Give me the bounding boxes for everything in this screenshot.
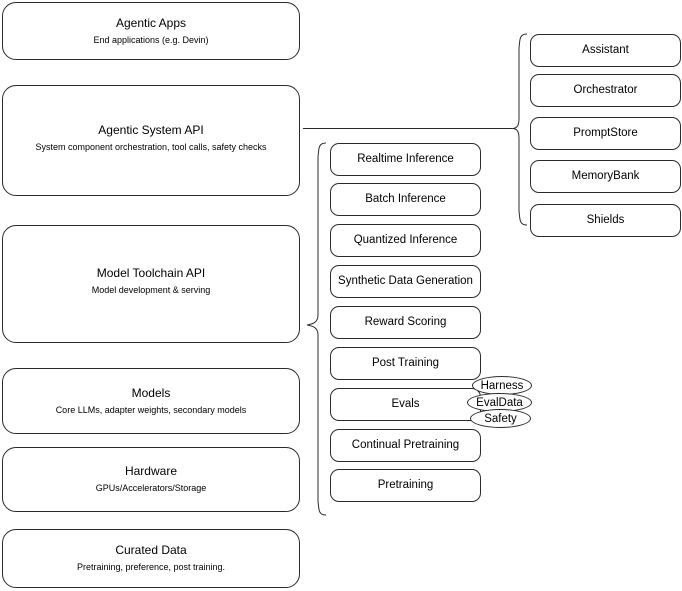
layer-box-hardware[interactable]: Hardware GPUs/Accelerators/Storage [2,447,300,512]
layer-text-agentic-system-api: Agentic System API System component orch… [3,123,299,153]
chip-label: Continual Pretraining [351,439,460,452]
layer-title: Agentic Apps [115,15,187,30]
layer-box-models[interactable]: Models Core LLMs, adapter weights, secon… [2,368,300,434]
agentic-chip-assistant[interactable]: Assistant [530,34,681,67]
chip-label: MemoryBank [571,170,640,183]
toolchain-chip-quantized-inference[interactable]: Quantized Inference [330,224,481,257]
layer-title: Curated Data [115,543,187,558]
layer-text-models: Models Core LLMs, adapter weights, secon… [56,386,247,416]
chip-label: Synthetic Data Generation [338,275,473,288]
badge-label: EvalData [476,396,523,409]
toolchain-chip-evals[interactable]: Evals [330,388,481,421]
layer-box-model-toolchain-api[interactable]: Model Toolchain API Model development & … [2,225,300,343]
toolchain-chip-synthetic-data-generation[interactable]: Synthetic Data Generation [330,265,481,298]
chip-label: Post Training [371,357,440,370]
layer-box-agentic-apps[interactable]: Agentic Apps End applications (e.g. Devi… [2,2,300,60]
layer-title: Model Toolchain API [96,266,206,280]
chip-label: Shields [586,214,625,227]
chip-label: Orchestrator [573,84,638,97]
layer-text-model-toolchain-api: Model Toolchain API Model development & … [3,266,299,296]
toolchain-chip-pretraining[interactable]: Pretraining [330,469,481,502]
toolchain-chip-realtime-inference[interactable]: Realtime Inference [330,143,481,176]
layer-title: Hardware [124,464,177,479]
chip-label: PromptStore [573,127,638,140]
agentic-chip-promptstore[interactable]: PromptStore [530,117,681,150]
layer-subtitle: GPUs/Accelerators/Storage [95,483,207,494]
layer-subtitle: System component orchestration, tool cal… [35,142,267,152]
toolchain-chip-post-training[interactable]: Post Training [330,347,481,380]
chip-label: Assistant [582,44,629,57]
layer-title: Models [131,385,171,400]
agentic-components-brace [512,33,528,226]
layer-text-agentic-apps: Agentic Apps End applications (e.g. Devi… [93,16,208,46]
chip-label: Reward Scoring [364,316,447,329]
badge-label: Safety [484,412,517,425]
toolchain-chip-continual-pretraining[interactable]: Continual Pretraining [330,429,481,462]
layer-subtitle: Pretraining, preference, post training. [76,562,226,573]
chip-label: Pretraining [377,479,434,492]
layer-title: Agentic System API [98,123,204,137]
layer-text-curated-data: Curated Data Pretraining, preference, po… [77,543,225,573]
layer-subtitle: End applications (e.g. Devin) [93,34,209,45]
chip-label: Evals [391,398,420,411]
chip-label: Quantized Inference [353,234,458,247]
layer-subtitle: Model development & serving [91,285,211,295]
layer-box-curated-data[interactable]: Curated Data Pretraining, preference, po… [2,529,300,588]
layer-subtitle: Core LLMs, adapter weights, secondary mo… [55,404,247,415]
toolchain-chip-reward-scoring[interactable]: Reward Scoring [330,306,481,339]
layer-text-hardware: Hardware GPUs/Accelerators/Storage [96,464,207,494]
toolchain-chip-batch-inference[interactable]: Batch Inference [330,183,481,216]
layer-box-agentic-system-api[interactable]: Agentic System API System component orch… [2,85,300,196]
badge-label: Harness [480,379,524,392]
eval-badge-safety[interactable]: Safety [470,409,531,428]
agentic-chip-orchestrator[interactable]: Orchestrator [530,74,681,107]
agentic-chip-shields[interactable]: Shields [530,204,681,237]
agentic-chip-memorybank[interactable]: MemoryBank [530,160,681,193]
toolchain-components-brace [306,142,327,516]
chip-label: Realtime Inference [357,153,454,166]
chip-label: Batch Inference [365,193,446,206]
